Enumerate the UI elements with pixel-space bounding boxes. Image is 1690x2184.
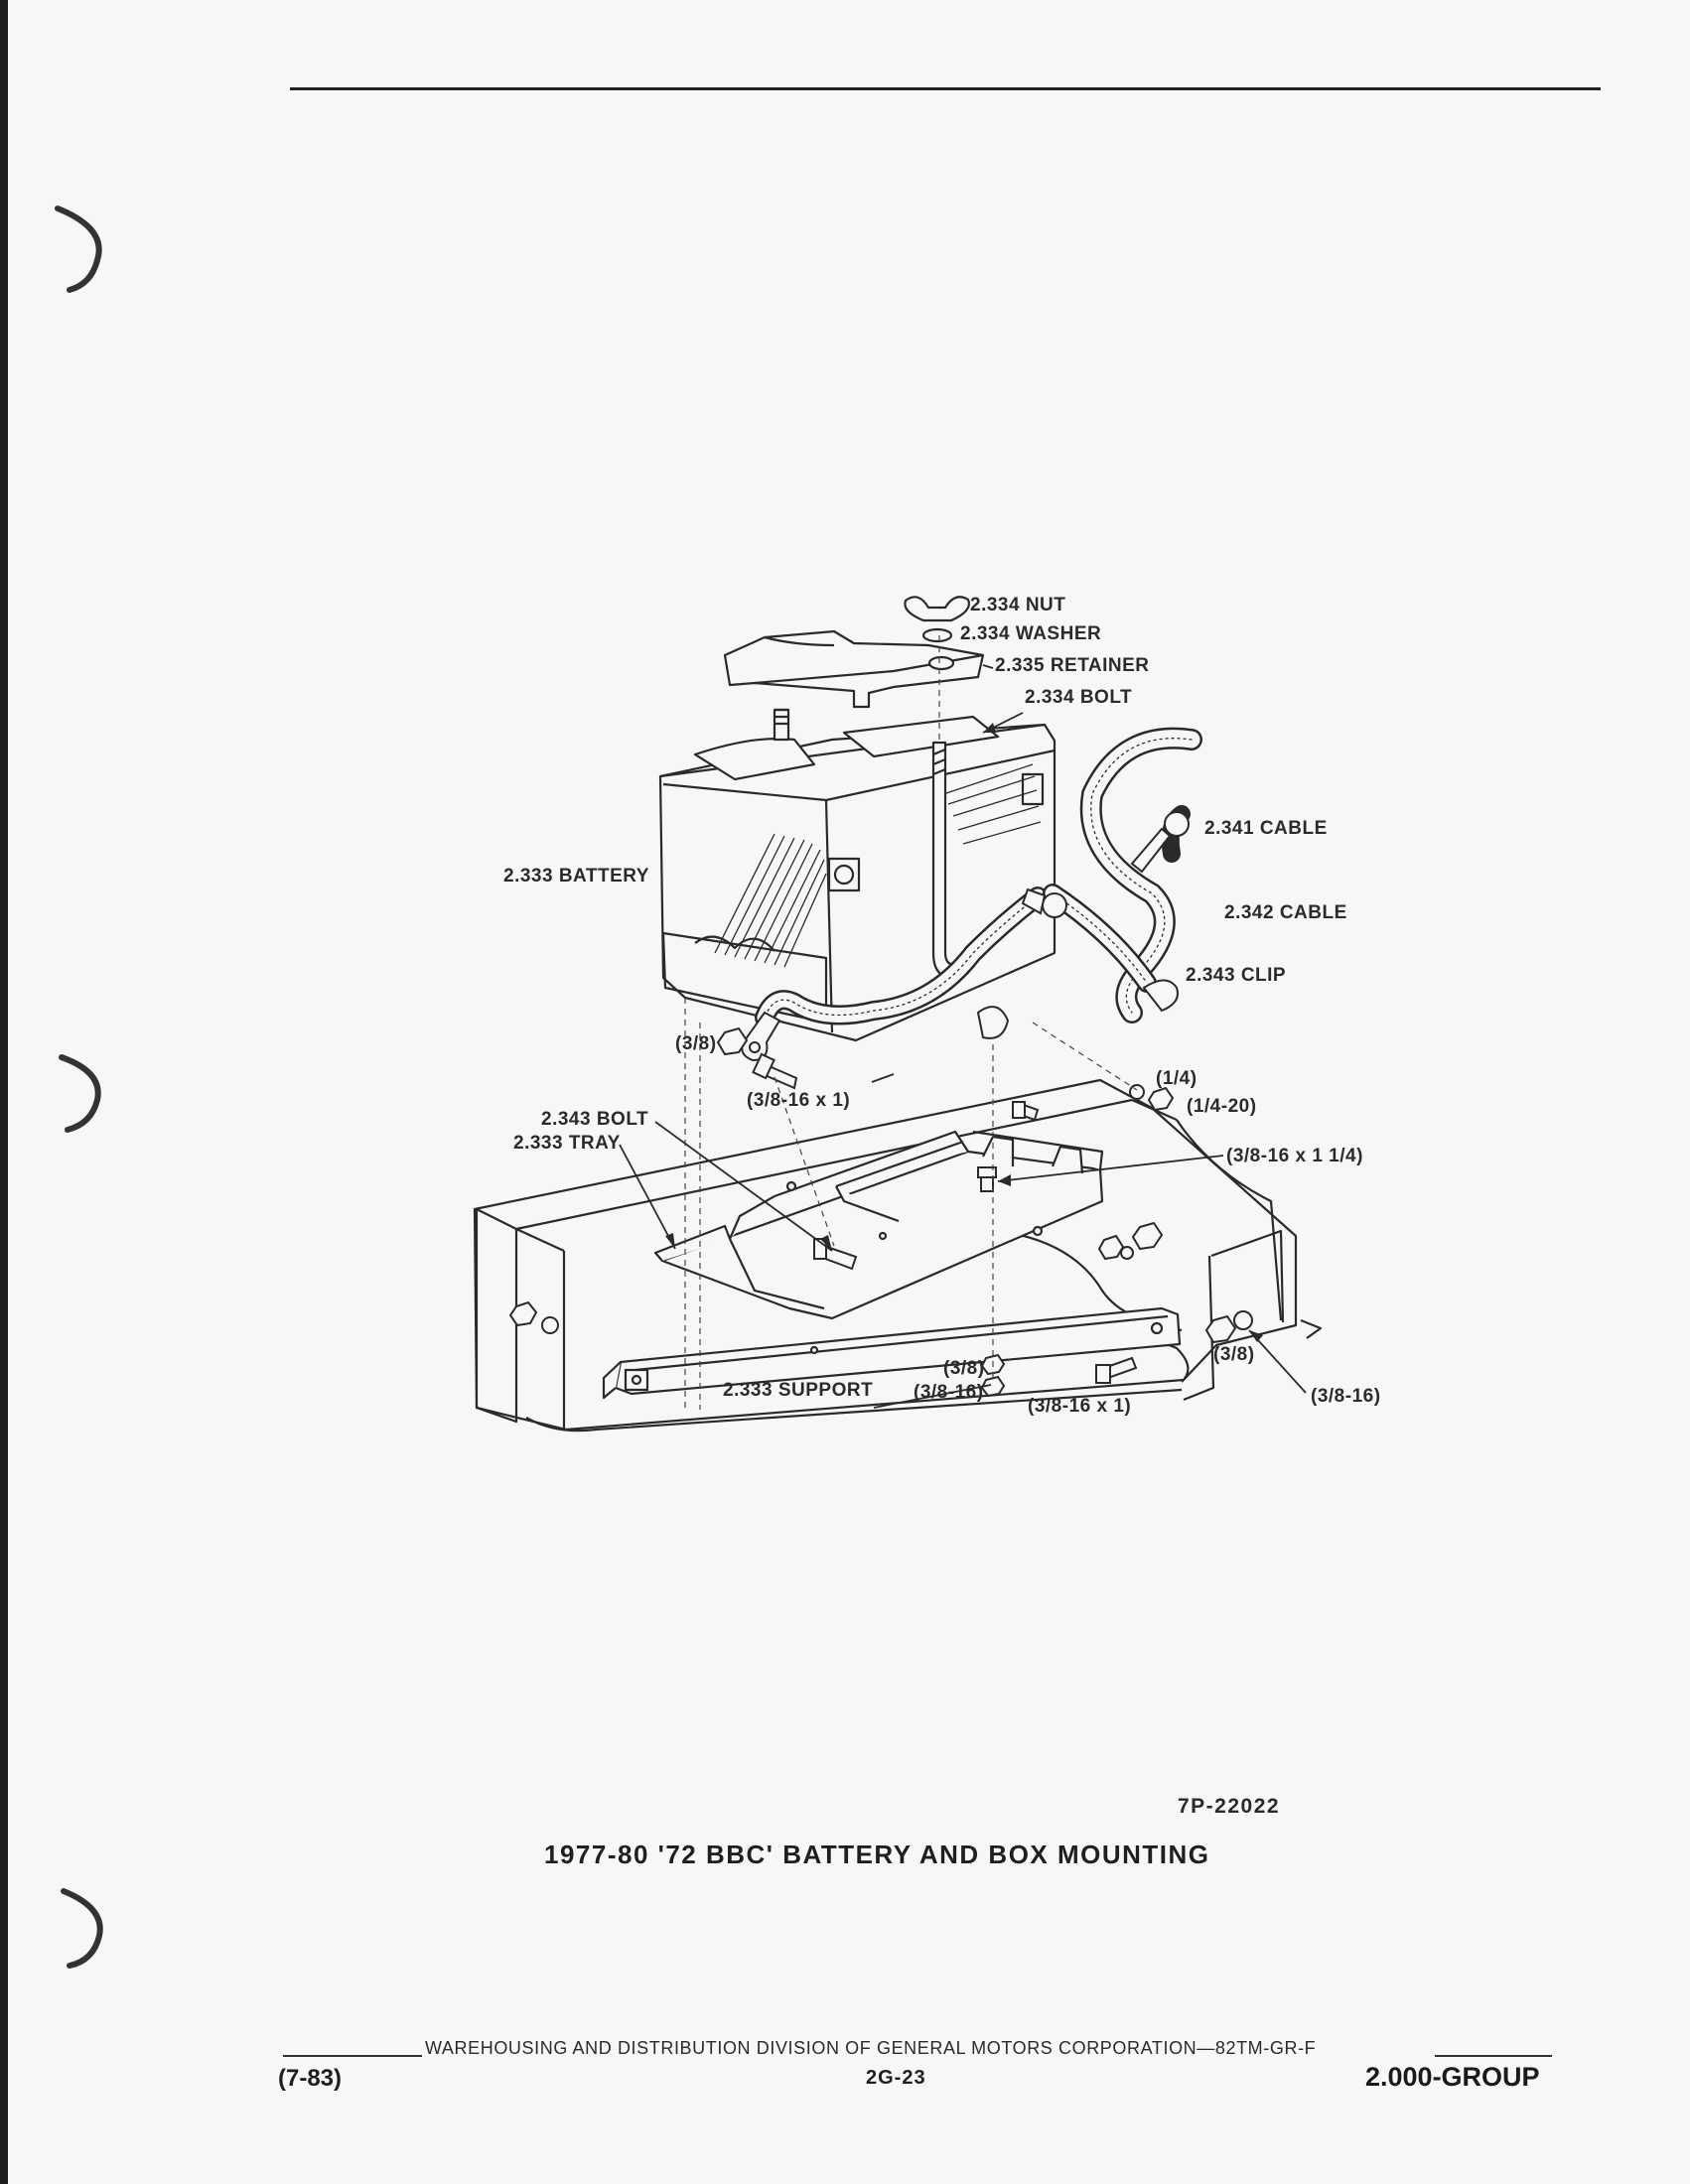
callout-cable-2342: 2.342 CABLE xyxy=(1224,902,1347,923)
cable-lug-bottom xyxy=(976,1006,1010,1039)
cable-lug-left xyxy=(741,1011,781,1062)
battery xyxy=(658,708,1056,1042)
box-hardware xyxy=(508,1221,1253,1344)
callout-clip: 2.343 CLIP xyxy=(1186,965,1286,986)
binder-hole-middle xyxy=(59,1054,101,1133)
box-washer-mid xyxy=(1120,1246,1134,1260)
callout-nut-38-left: (3/8) xyxy=(675,1033,717,1054)
box-washer-right-lower xyxy=(1233,1310,1253,1330)
hold-down-retainer xyxy=(723,629,985,709)
washer-14 xyxy=(1129,1084,1145,1100)
callout-nut-14-20: (1/4-20) xyxy=(1187,1096,1257,1117)
callout-support: 2.333 SUPPORT xyxy=(723,1380,873,1401)
callout-labels: 2.334 NUT 2.334 WASHER 2.335 RETAINER 2.… xyxy=(503,595,1381,1417)
box-nut-right xyxy=(1131,1221,1164,1251)
cable-clip xyxy=(1142,979,1179,1013)
box-nut-mid-right xyxy=(1097,1234,1125,1261)
callout-nut-38-16-right: (3/8-16) xyxy=(1311,1386,1381,1407)
callout-nut-38-right: (3/8) xyxy=(1213,1344,1255,1365)
callout-cable-2341: 2.341 CABLE xyxy=(1204,818,1328,839)
footer-group: 2.000-GROUP xyxy=(1365,2062,1540,2092)
callout-washer: 2.334 WASHER xyxy=(960,623,1101,644)
hold-down-wing-nut xyxy=(904,596,970,622)
hold-down-hardware xyxy=(723,596,985,980)
terminal-2341 xyxy=(1164,811,1190,837)
box-nut-left xyxy=(508,1300,538,1327)
binder-holes xyxy=(55,205,103,1969)
terminal-2342 xyxy=(1042,892,1067,918)
nut-38-16-bottom xyxy=(980,1375,1006,1398)
figure-number: 7P-22022 xyxy=(1178,1795,1281,1818)
alignment-lines xyxy=(684,635,1138,1410)
callout-bolt-2343: 2.343 BOLT xyxy=(541,1109,648,1130)
battery-cables xyxy=(755,727,1202,1027)
leader-lines xyxy=(619,664,1307,1409)
footer-page-number: 2G-23 xyxy=(866,2067,926,2089)
callout-nut-38-bottom: (3/8) xyxy=(943,1358,985,1379)
callout-battery: 2.333 BATTERY xyxy=(503,866,649,887)
loose-fasteners xyxy=(716,1026,1175,1398)
nut-38-left xyxy=(716,1026,749,1056)
binder-hole-bottom xyxy=(61,1888,103,1969)
footer-division: WAREHOUSING AND DISTRIBUTION DIVISION OF… xyxy=(425,2038,1317,2058)
box-washer-left xyxy=(541,1316,559,1334)
battery-case-ribs xyxy=(714,763,1042,968)
callout-top-bolt: 2.334 BOLT xyxy=(1025,687,1132,708)
leader-arrowheads xyxy=(665,723,1263,1342)
page-left-edge xyxy=(0,0,8,2184)
header-rule xyxy=(290,87,1601,90)
retainer-hole xyxy=(927,655,955,671)
hold-down-washer xyxy=(921,627,953,643)
footer-date-code: (7-83) xyxy=(278,2065,343,2092)
figure-caption: 1977-80 '72 BBC' BATTERY AND BOX MOUNTIN… xyxy=(544,1840,1210,1869)
callout-washer-14: (1/4) xyxy=(1156,1068,1197,1089)
nut-14-20 xyxy=(1147,1086,1175,1112)
cable-terminals xyxy=(741,811,1190,1062)
binder-hole-top xyxy=(55,205,102,293)
callout-tray: 2.333 TRAY xyxy=(513,1133,621,1154)
box-nut-right-lower xyxy=(1204,1314,1237,1344)
callout-bolt-38-16x1-upper: (3/8-16 x 1) xyxy=(747,1090,850,1111)
callout-retainer: 2.335 RETAINER xyxy=(995,655,1150,676)
footer-rule-left xyxy=(283,2055,422,2057)
callout-bolt-38-16x1-lower: (3/8-16 x 1) xyxy=(1028,1396,1131,1417)
battery-tray xyxy=(653,1130,1104,1320)
callout-bolt-38-16x1-14: (3/8-16 x 1 1/4) xyxy=(1226,1146,1363,1166)
footer-rule-right xyxy=(1435,2055,1552,2057)
callout-nut: 2.334 NUT xyxy=(970,595,1065,615)
callout-nut-38-16-bottom: (3/8-16) xyxy=(914,1382,984,1403)
support-bar xyxy=(602,1306,1182,1400)
